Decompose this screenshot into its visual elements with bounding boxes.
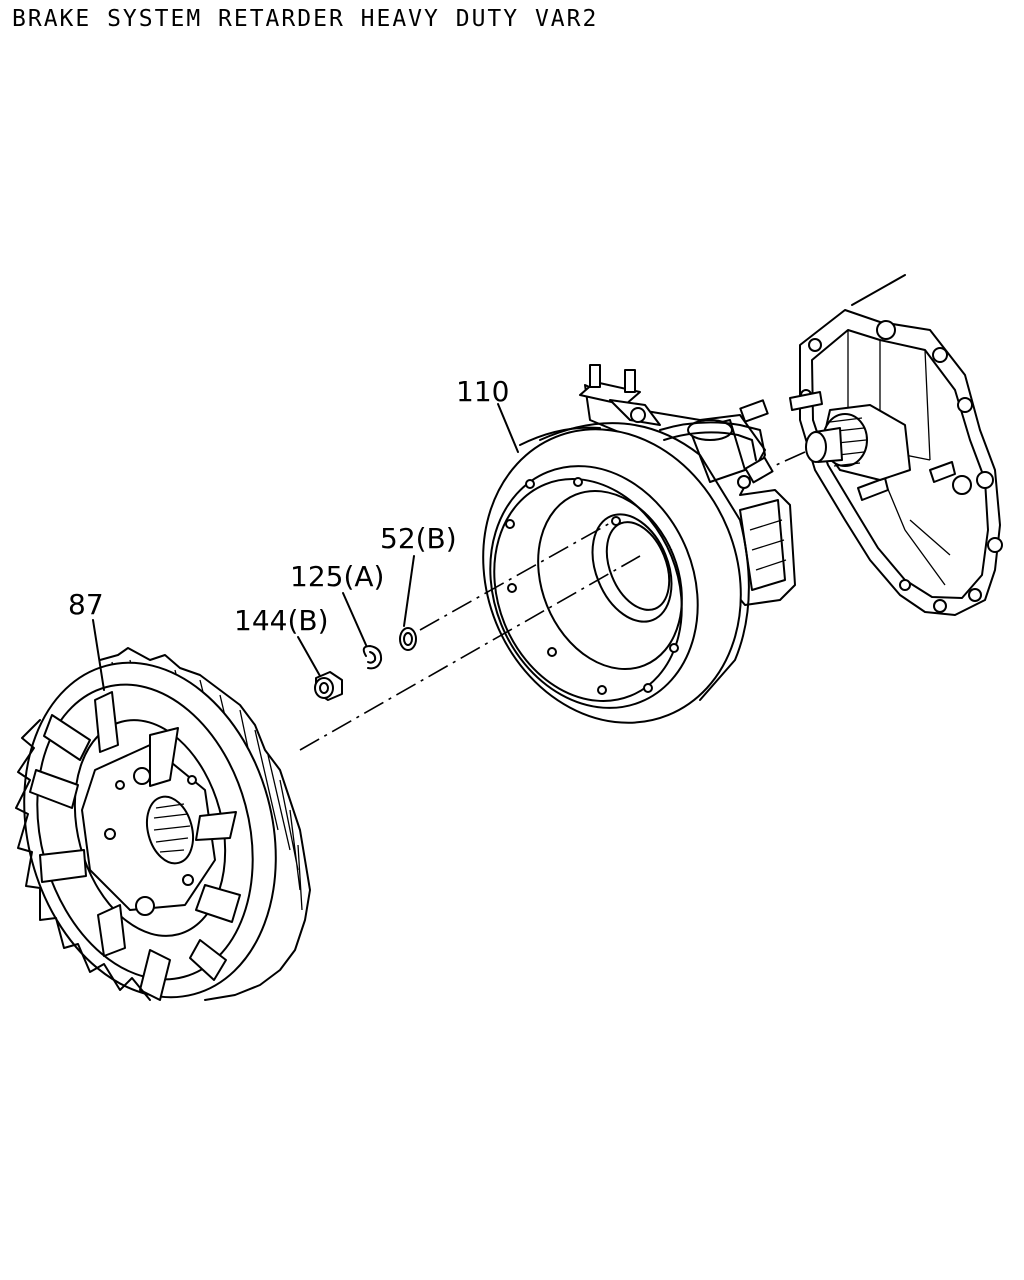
- callout-52b: 52(B): [380, 522, 457, 555]
- svg-text:′: ′: [670, 547, 673, 561]
- leader-144b: [297, 636, 321, 677]
- assembly-axis-line: [299, 555, 641, 751]
- diagram-title: BRAKE SYSTEM RETARDER HEAVY DUTY VAR2: [12, 6, 599, 32]
- transmission-housing: [764, 274, 1003, 616]
- retarder-unit: ′: [482, 364, 796, 724]
- rotor-wheel: [15, 647, 311, 1001]
- leader-52b: [403, 555, 415, 627]
- leader-87: [92, 619, 105, 691]
- callout-125a: 125(A): [290, 560, 384, 593]
- washer-52b: [399, 627, 417, 651]
- callout-87: 87: [68, 588, 104, 621]
- nut-144b: [314, 671, 343, 701]
- leader-125a: [342, 592, 367, 646]
- snap-ring-125a: [362, 645, 383, 670]
- leader-110: [497, 403, 519, 453]
- callout-144b: 144(B): [234, 604, 329, 637]
- callout-110: 110: [456, 375, 509, 408]
